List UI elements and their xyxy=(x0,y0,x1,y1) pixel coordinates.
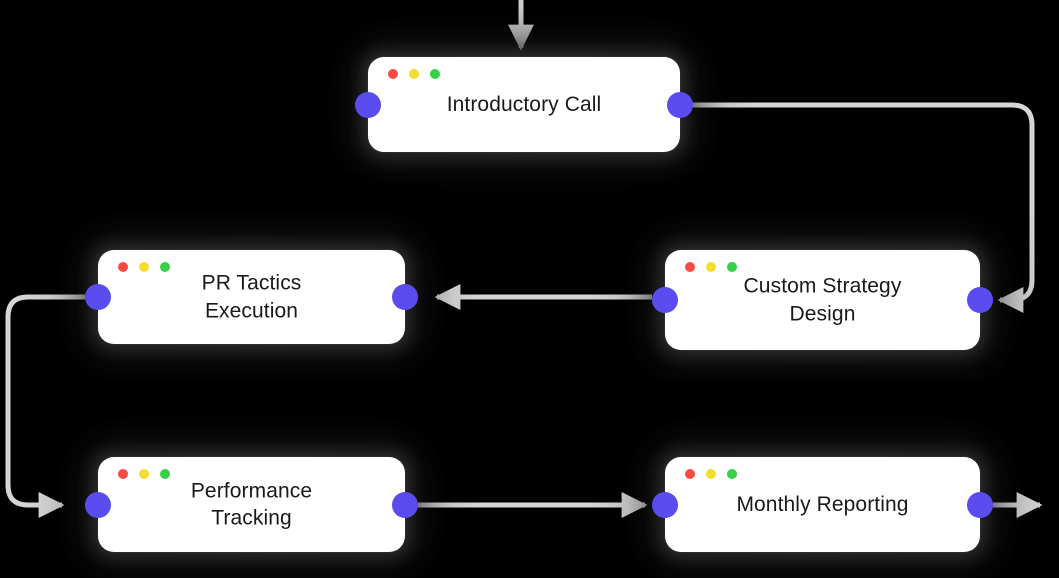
dot-green-icon xyxy=(160,469,170,479)
dot-yellow-icon xyxy=(706,262,716,272)
dot-yellow-icon xyxy=(706,469,716,479)
node-introductory-call[interactable]: Introductory Call xyxy=(355,57,693,152)
dot-red-icon xyxy=(388,69,398,79)
dot-yellow-icon xyxy=(139,469,149,479)
node-label-pr-tactics-execution: PR Tactics Execution xyxy=(201,271,302,322)
node-monthly-reporting[interactable]: Monthly Reporting xyxy=(652,457,993,552)
window-dots xyxy=(118,469,170,479)
port-right-performance-tracking[interactable] xyxy=(392,491,418,518)
port-right-introductory-call[interactable] xyxy=(667,91,693,118)
dot-red-icon xyxy=(118,469,128,479)
dot-red-icon xyxy=(685,262,695,272)
port-left-performance-tracking[interactable] xyxy=(85,491,111,518)
node-label-performance-tracking: Performance Tracking xyxy=(190,478,313,530)
node-pr-tactics-execution[interactable]: PR Tactics Execution xyxy=(85,250,418,344)
window-dots xyxy=(118,262,170,272)
port-left-pr-tactics-execution[interactable] xyxy=(85,284,111,310)
dot-green-icon xyxy=(160,262,170,272)
edge-pr-tactics-execution-to-performance-tracking xyxy=(5,294,85,518)
dot-yellow-icon xyxy=(139,262,149,272)
port-right-custom-strategy-design[interactable] xyxy=(967,287,993,313)
dot-green-icon xyxy=(727,469,737,479)
dot-red-icon xyxy=(685,469,695,479)
port-right-monthly-reporting[interactable] xyxy=(967,491,993,518)
dot-yellow-icon xyxy=(409,69,419,79)
node-performance-tracking[interactable]: Performance Tracking xyxy=(85,457,418,552)
node-label-introductory-call: Introductory Call xyxy=(446,92,602,116)
node-label-monthly-reporting: Monthly Reporting xyxy=(736,492,909,516)
dot-red-icon xyxy=(118,262,128,272)
port-right-pr-tactics-execution[interactable] xyxy=(392,284,418,310)
window-dots xyxy=(388,69,440,79)
node-label-custom-strategy-design: Custom Strategy Design xyxy=(743,274,902,325)
dot-green-icon xyxy=(430,69,440,79)
node-custom-strategy-design[interactable]: Custom Strategy Design xyxy=(652,250,993,350)
port-left-monthly-reporting[interactable] xyxy=(652,491,678,518)
port-left-introductory-call[interactable] xyxy=(355,91,381,118)
window-dots xyxy=(685,262,737,272)
window-dots xyxy=(685,469,737,479)
port-left-custom-strategy-design[interactable] xyxy=(652,287,678,313)
dot-green-icon xyxy=(727,262,737,272)
